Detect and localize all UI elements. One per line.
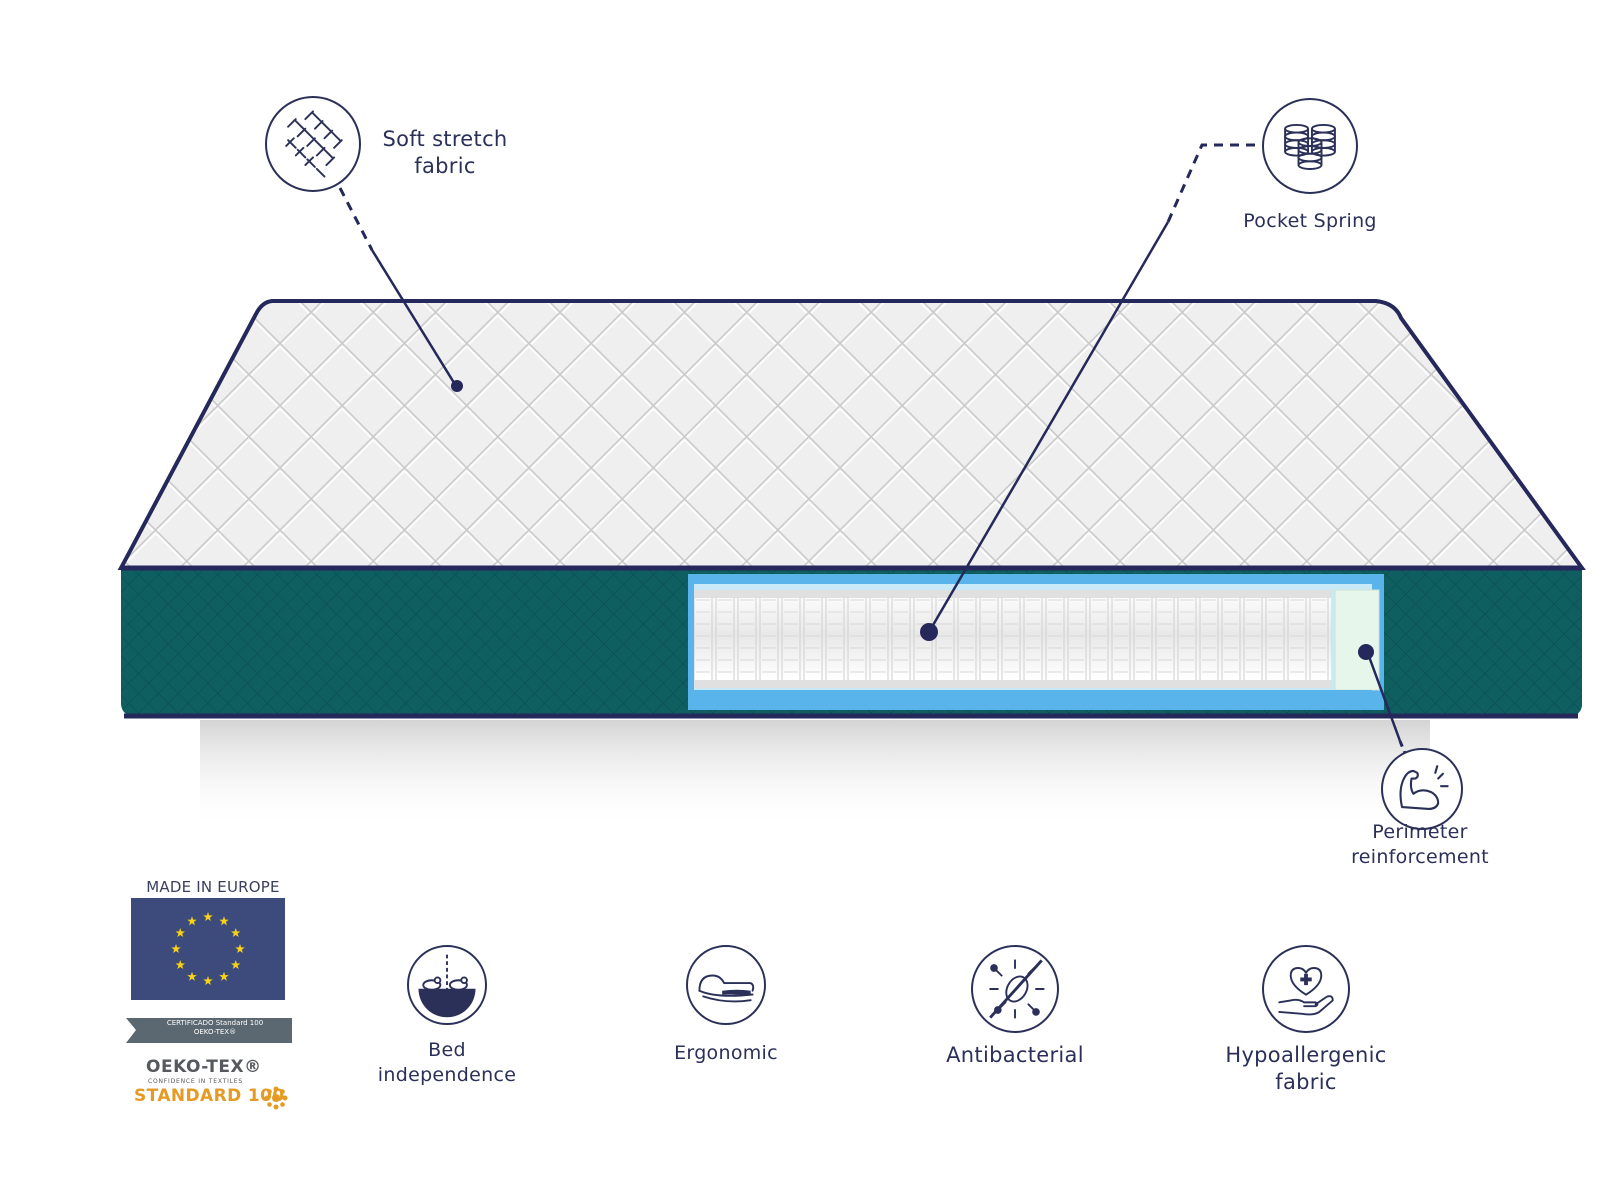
eu-star [230,928,241,938]
perimeter-reinforcement-label: Perimeter reinforcement [1351,821,1489,868]
eu-star [219,971,229,981]
eu-star [203,976,213,986]
eu-star [187,971,197,981]
eu-star [203,912,213,922]
eu-star [175,960,186,970]
certified-ribbon [126,1018,292,1043]
ergonomic-label: Ergonomic [674,1042,778,1064]
soft-stretch-fabric-label: Soft stretch fabric [382,127,508,178]
eu-flag [131,898,285,1000]
heart-hand-icon [1262,945,1350,1033]
oeko-tex-standard: STANDARD 100 [134,1086,285,1106]
made-in-europe-label: MADE IN EUROPE [146,878,280,896]
oeko-tex-tagline: CONFIDENCE IN TEXTILES [148,1078,244,1085]
eu-star [171,944,181,954]
hypoallergenic-fabric-label: Hypoallergenic fabric [1225,1043,1387,1094]
eu-star [187,916,197,926]
eu-star [219,916,229,926]
eu-star [230,960,241,970]
certified-ribbon-text: CERTIFICADO Standard 100 OEKO-TEX® [166,1019,264,1036]
bed-independence-label: Bed independence [377,1039,517,1086]
eu-star [235,944,245,954]
pocket-spring-icon [1262,98,1358,194]
flexed-arm-icon [1381,748,1463,830]
oeko-tex-brand: OEKO-TEX® [146,1057,262,1077]
no-bacteria-icon [971,945,1059,1033]
woven-fabric-icon [265,96,361,192]
ergonomic-pillow-icon [686,945,766,1025]
eu-star [175,928,186,938]
bed-independence-icon [407,945,487,1025]
antibacterial-label: Antibacterial [946,1043,1084,1067]
oeko-tex-flower-icon [264,1086,288,1110]
pocket-spring-label: Pocket Spring [1243,210,1377,232]
